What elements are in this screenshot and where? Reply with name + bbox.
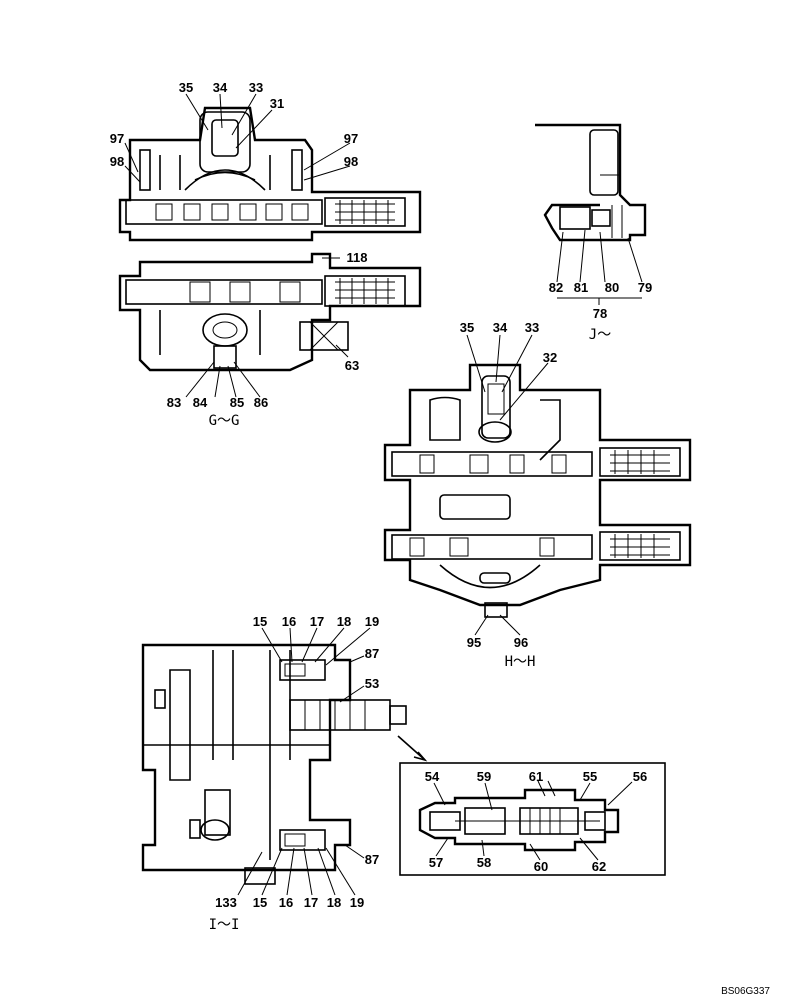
part-label: 15 [253, 895, 267, 910]
part-label: 18 [337, 614, 351, 629]
part-label: 98 [110, 154, 124, 169]
part-label: 54 [425, 769, 440, 784]
part-label: 97 [110, 131, 124, 146]
part-label: 16 [279, 895, 293, 910]
part-label: 79 [638, 280, 652, 295]
drawing-code: BS06G337 [721, 986, 770, 997]
part-label: 78 [593, 306, 607, 321]
part-label: 81 [574, 280, 588, 295]
part-label: 63 [345, 358, 359, 373]
part-label: 31 [270, 96, 284, 111]
part-label: 18 [327, 895, 341, 910]
part-label: 84 [193, 395, 208, 410]
labels-gg: 35 34 33 31 97 98 97 98 118 83 84 85 86 … [110, 80, 368, 429]
part-label: 62 [592, 859, 606, 874]
section-label: G～G [209, 413, 240, 429]
part-label: 82 [549, 280, 563, 295]
view-jj-body [535, 123, 647, 242]
part-label: 34 [493, 320, 508, 335]
part-label: 33 [525, 320, 539, 335]
part-label: 133 [215, 895, 237, 910]
part-label: 55 [583, 769, 597, 784]
part-label: 15 [253, 614, 267, 629]
part-label: 34 [213, 80, 228, 95]
part-label: 83 [167, 395, 181, 410]
part-label: 57 [429, 855, 443, 870]
labels-jj: 82 81 80 79 78 J～ [549, 280, 652, 343]
part-label: 16 [282, 614, 296, 629]
leader-lines [124, 93, 643, 896]
view-gg-upper-body [118, 106, 422, 242]
part-label: 85 [230, 395, 244, 410]
part-label: 97 [344, 131, 358, 146]
part-label: 58 [477, 855, 491, 870]
detail-relief-valve [397, 735, 666, 876]
section-label: H～H [505, 654, 536, 670]
part-label: 32 [543, 350, 557, 365]
part-label: 60 [534, 859, 548, 874]
part-label: 35 [460, 320, 474, 335]
section-label: I～I [209, 917, 240, 933]
part-label: 87 [365, 852, 379, 867]
part-label: 59 [477, 769, 491, 784]
part-label: 19 [365, 614, 379, 629]
labels-detail: 54 59 61 55 56 57 58 60 62 [425, 769, 647, 874]
part-label: 56 [633, 769, 647, 784]
part-label: 17 [310, 614, 324, 629]
part-label: 96 [514, 635, 528, 650]
view-gg-lower-body [118, 252, 422, 372]
part-label: 17 [304, 895, 318, 910]
view-hh-body [383, 363, 692, 618]
view-ii-body [141, 643, 407, 885]
labels-hh: 35 34 33 32 95 96 H～H [460, 320, 557, 670]
part-label: 19 [350, 895, 364, 910]
labels-ii: 15 16 17 18 19 87 53 133 15 16 17 18 19 … [209, 614, 380, 933]
part-label: 118 [347, 250, 368, 265]
part-label: 86 [254, 395, 268, 410]
section-label: J～ [589, 327, 611, 343]
part-label: 98 [344, 154, 358, 169]
part-label: 33 [249, 80, 263, 95]
part-label: 95 [467, 635, 481, 650]
part-label: 61 [529, 769, 543, 784]
part-label: 80 [605, 280, 619, 295]
part-label: 87 [365, 646, 379, 661]
part-label: 53 [365, 676, 379, 691]
part-label: 35 [179, 80, 193, 95]
